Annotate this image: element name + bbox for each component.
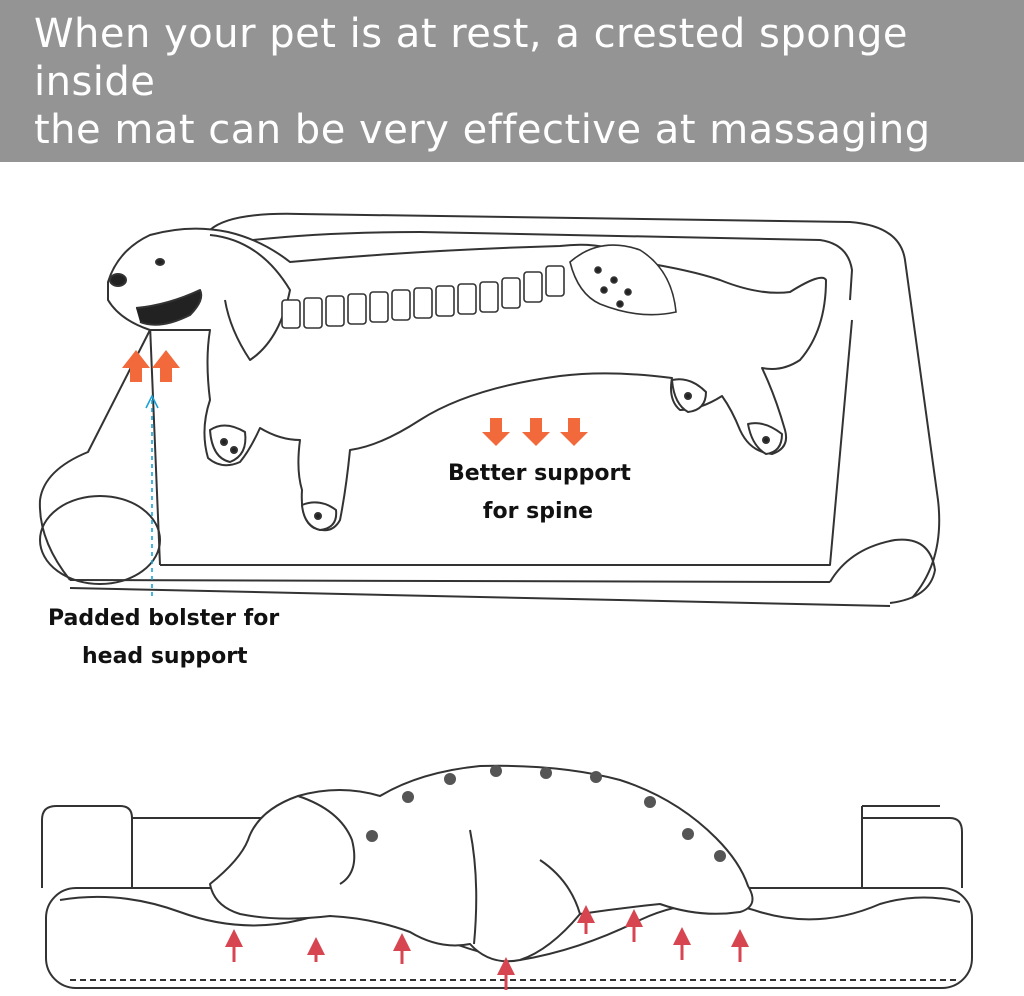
massage-arrows: [225, 905, 749, 990]
spine-callout-line-1: Better support: [448, 461, 631, 486]
head-support-arrows: [122, 350, 180, 382]
spine-vertebrae: [281, 244, 677, 329]
header-banner: When your pet is at rest, a crested spon…: [0, 0, 1024, 249]
bed-top-view: [38, 212, 941, 607]
banner-line-1: When your pet is at rest, a crested spon…: [34, 11, 909, 105]
banner-line-2: the mat can be very effective at massagi…: [34, 107, 931, 201]
bolster-pointer: [145, 394, 159, 598]
spine-support-arrows: [482, 418, 588, 446]
bolster-callout-line-2: head support: [82, 644, 248, 669]
spine-support-callout: Better support for spine: [448, 455, 631, 531]
bolster-callout: Padded bolster for head support: [48, 600, 279, 676]
back-dots: [366, 765, 726, 862]
dog-side-outline: [209, 764, 754, 963]
bolster-callout-line-1: Padded bolster for: [48, 606, 280, 631]
spine-callout-line-2: for spine: [482, 499, 594, 524]
banner-text: When your pet is at rest, a crested spon…: [34, 10, 1014, 250]
